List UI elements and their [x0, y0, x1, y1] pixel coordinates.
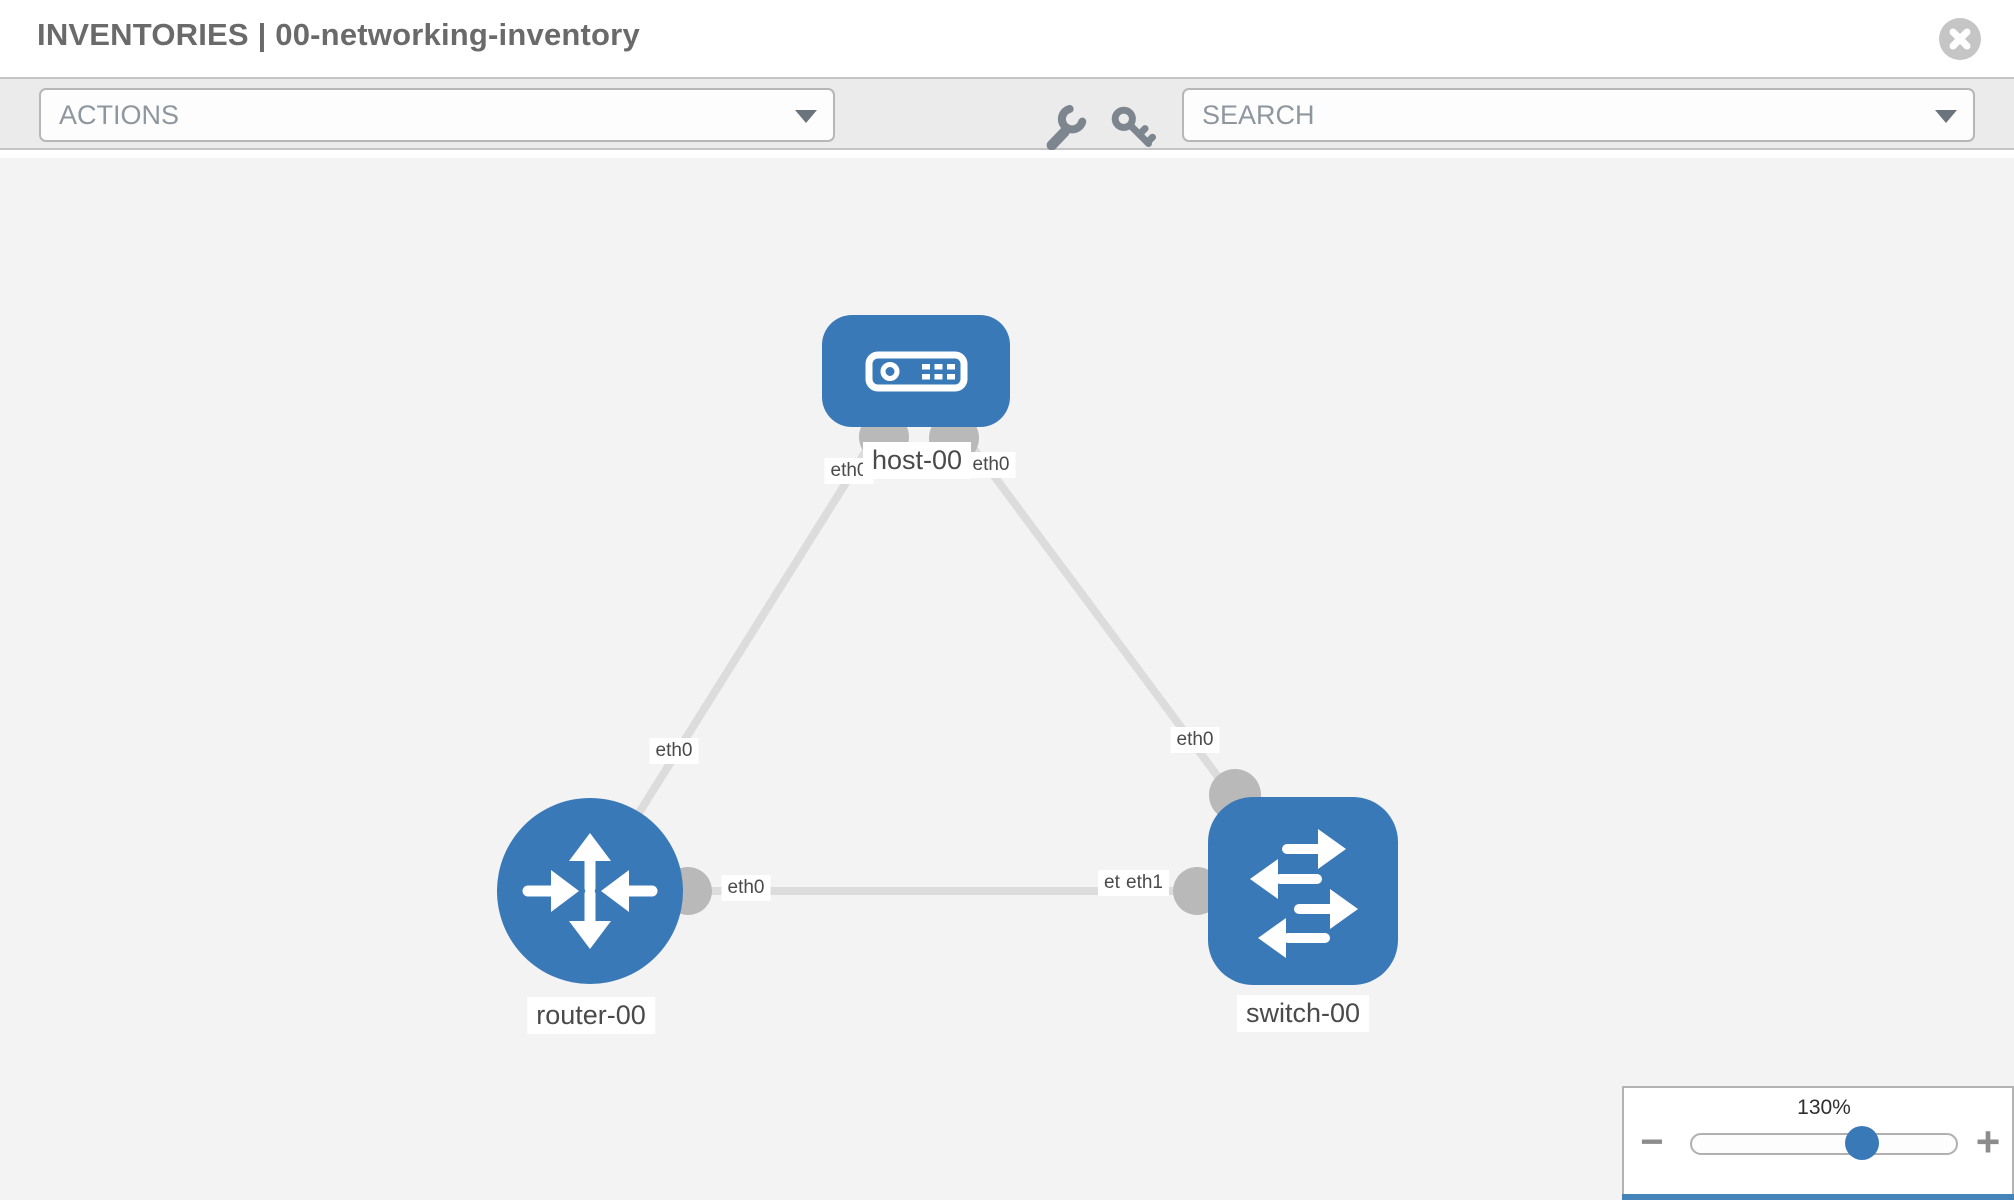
chevron-down-icon	[1935, 110, 1957, 123]
key-icon	[1111, 106, 1156, 147]
toolbar: ACTIONS SEARCH	[0, 77, 2014, 151]
zoom-widget: 130% − +	[1622, 1086, 2014, 1200]
search-placeholder: SEARCH	[1202, 99, 1315, 130]
canvas-top-gap	[0, 150, 2014, 158]
actions-dropdown-label: ACTIONS	[59, 99, 180, 130]
node-label-router: router-00	[527, 997, 655, 1034]
interface-label: eth0	[1170, 727, 1220, 753]
chevron-down-icon	[795, 110, 817, 123]
interface-label: eth0	[721, 875, 771, 901]
node-label-switch: switch-00	[1236, 995, 1370, 1032]
wrench-icon	[1046, 105, 1087, 151]
actions-dropdown[interactable]: ACTIONS	[39, 88, 835, 142]
node-router[interactable]	[497, 798, 683, 984]
topology-svg	[497, 315, 1398, 985]
close-button[interactable]	[1939, 18, 1981, 60]
node-label-host: host-00	[862, 442, 972, 479]
interface-label: eth0	[649, 738, 699, 764]
zoom-widget-footer	[1622, 1194, 2014, 1200]
zoom-slider-track[interactable]	[1690, 1133, 1958, 1155]
interface-label: eth0	[966, 452, 1016, 478]
zoom-in-button[interactable]: +	[1975, 1118, 2001, 1165]
switch-icon	[1250, 829, 1358, 958]
credentials-button[interactable]	[1110, 105, 1156, 156]
tools-button[interactable]	[1042, 105, 1088, 156]
interface-label: eth1	[1120, 870, 1169, 896]
zoom-slider-knob[interactable]	[1845, 1126, 1879, 1160]
node-switch[interactable]	[1208, 797, 1398, 985]
router-icon	[522, 833, 658, 949]
zoom-out-button[interactable]: −	[1640, 1120, 1664, 1164]
topology-canvas[interactable]: eth0 eth0 eth0 eth0 eth0 eth1 eth1 host-…	[0, 150, 2014, 1200]
host-icon	[865, 351, 968, 392]
zoom-level-value: 130%	[1797, 1096, 1851, 1119]
page-title: INVENTORIES | 00-networking-inventory	[37, 17, 640, 52]
close-icon	[1939, 18, 1981, 60]
node-host[interactable]	[822, 315, 1010, 427]
link-host-router[interactable]	[586, 368, 920, 894]
modal-header: INVENTORIES | 00-networking-inventory	[0, 0, 2014, 77]
search-dropdown[interactable]: SEARCH	[1182, 88, 1975, 142]
